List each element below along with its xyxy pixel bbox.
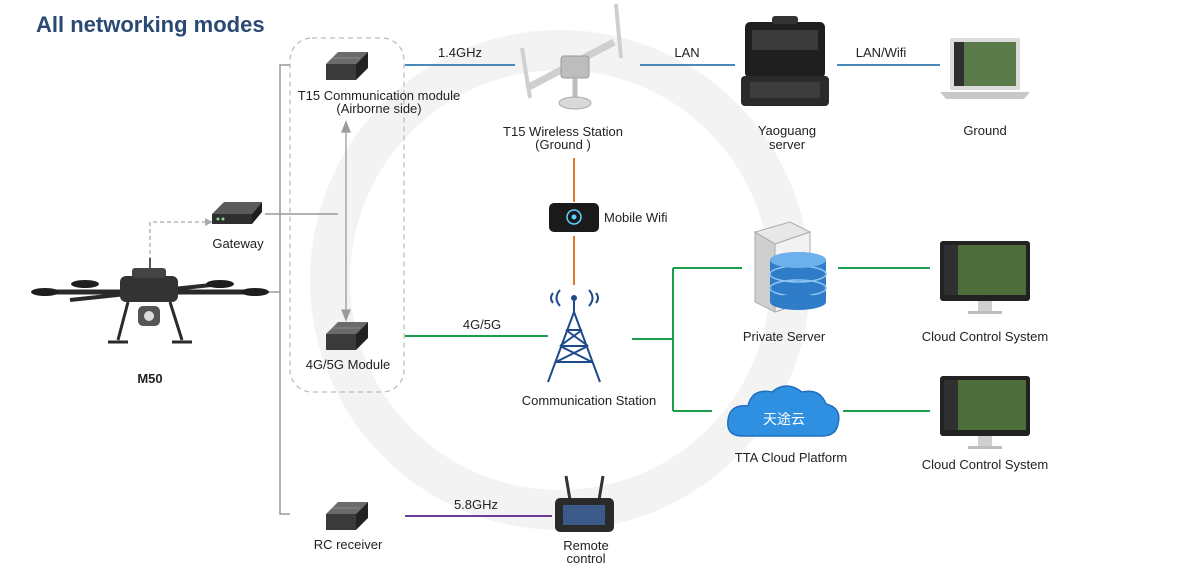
module-4g5g-icon	[326, 322, 368, 350]
t15-module-label: T15 Communication module	[297, 88, 461, 103]
gateway-icon	[212, 202, 262, 224]
remote-control-sublabel: control	[566, 551, 606, 566]
cloud-control-1-label: Cloud Control System	[921, 329, 1049, 344]
gateway-label: Gateway	[212, 236, 264, 251]
communication-tower-icon	[547, 289, 601, 383]
t15-wireless-station-icon	[520, 3, 623, 110]
background-watermark	[310, 30, 810, 530]
comm-station-label: Communication Station	[521, 393, 657, 408]
drone-gateway-link	[149, 221, 205, 268]
link-4g5g-label: 4G/5G	[462, 317, 502, 332]
link-14ghz-label: 1.4GHz	[437, 45, 483, 60]
link-58ghz-label: 5.8GHz	[453, 497, 499, 512]
yaoguang-label: Yaoguang	[757, 123, 817, 138]
yaoguang-sublabel: server	[768, 137, 806, 152]
remote-control-icon	[555, 475, 614, 532]
link-lan-wifi-label: LAN/Wifi	[855, 45, 907, 60]
cloud-links	[632, 267, 930, 412]
rc-receiver-icon	[326, 502, 368, 530]
private-server-icon	[753, 221, 827, 313]
t15-module-icon	[326, 52, 368, 80]
t15-module-sublabel: (Airborne side)	[336, 101, 422, 116]
m50-label: M50	[137, 371, 163, 386]
cloud-control-monitor-1-icon	[940, 241, 1030, 314]
ground-laptop-icon	[940, 38, 1030, 99]
ground-label: Ground	[963, 123, 1007, 138]
tta-cloud-icon: 天途云	[727, 385, 840, 437]
t15-station-label: T15 Wireless Station	[503, 124, 623, 139]
module-4g5g-label: 4G/5G Module	[305, 357, 391, 372]
cloud-control-2-label: Cloud Control System	[921, 457, 1049, 472]
cloud-control-monitor-2-icon	[940, 376, 1030, 449]
tta-cloud-platform-label: TTA Cloud Platform	[734, 450, 848, 465]
module-vertical-arrows	[341, 120, 351, 322]
rc-receiver-label: RC receiver	[313, 537, 383, 552]
mobile-wifi-label: Mobile Wifi	[604, 210, 668, 225]
mobile-wifi-icon	[549, 203, 599, 232]
private-server-label: Private Server	[742, 329, 826, 344]
page-title: All networking modes	[36, 12, 265, 37]
link-lan-label: LAN	[674, 45, 700, 60]
t15-station-sublabel: (Ground )	[535, 137, 591, 152]
yaoguang-server-icon	[741, 16, 829, 106]
drone-m50-icon	[31, 258, 269, 344]
tta-cloud-text: 天途云	[763, 411, 805, 428]
remote-control-label: Remote	[563, 538, 609, 553]
